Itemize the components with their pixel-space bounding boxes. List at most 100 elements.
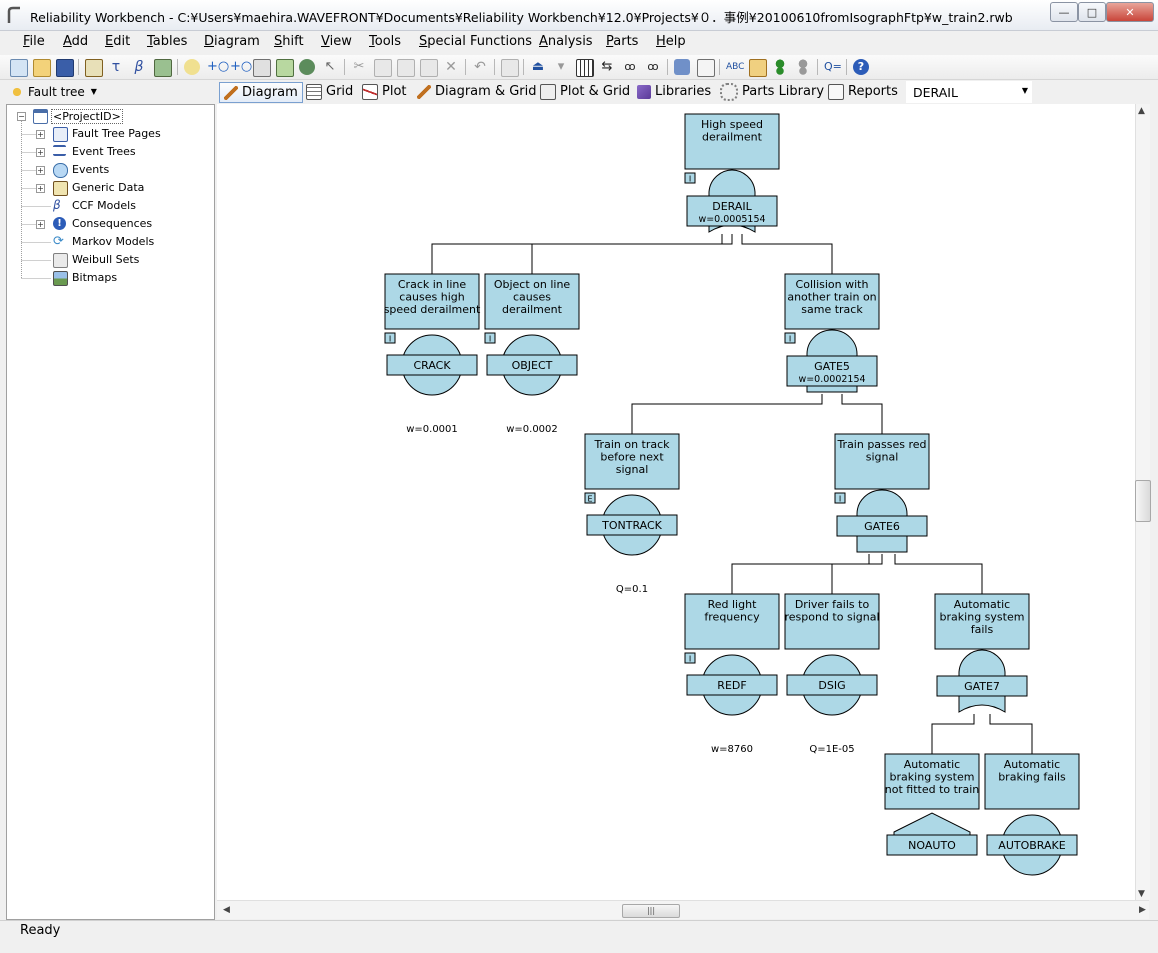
menu-tools[interactable]: Tools bbox=[369, 34, 402, 49]
traffic-light-icon[interactable] bbox=[772, 59, 788, 75]
find-icon[interactable] bbox=[501, 59, 519, 77]
spell-check-icon[interactable]: ABC bbox=[726, 62, 745, 72]
view-grid-button[interactable]: Grid bbox=[302, 82, 357, 101]
libraries-button[interactable]: Libraries bbox=[633, 82, 715, 101]
collapse-icon[interactable]: − bbox=[17, 112, 26, 121]
quantify-icon[interactable]: Q= bbox=[824, 60, 842, 73]
scroll-left-icon[interactable]: ◀ bbox=[223, 905, 230, 915]
expand-icon[interactable]: + bbox=[36, 130, 45, 139]
scroll-up-icon[interactable]: ▲ bbox=[1138, 106, 1145, 116]
checklist-icon[interactable] bbox=[749, 59, 767, 77]
menu-tables[interactable]: Tables bbox=[147, 34, 188, 49]
new-project-icon[interactable] bbox=[10, 59, 28, 77]
binoculars-icon[interactable]: ꝏ bbox=[624, 60, 636, 73]
menu-special-functions[interactable]: Special Functions bbox=[419, 34, 533, 49]
view-plot-button[interactable]: Plot bbox=[358, 82, 411, 101]
scroll-right-icon[interactable]: ▶ bbox=[1139, 905, 1146, 915]
find-next-icon[interactable]: ꝏ bbox=[647, 60, 659, 73]
view-diagram-button[interactable]: Diagram bbox=[219, 82, 303, 103]
node-description-text: same track bbox=[801, 303, 863, 316]
menu-parts[interactable]: Parts bbox=[606, 34, 639, 49]
delete-icon[interactable]: ✕ bbox=[445, 59, 457, 75]
undo-icon[interactable]: ↶ bbox=[474, 59, 486, 75]
expand-icon[interactable]: + bbox=[36, 220, 45, 229]
paste-special-icon[interactable] bbox=[420, 59, 438, 77]
expand-icon[interactable]: + bbox=[36, 184, 45, 193]
minimize-button[interactable]: — bbox=[1050, 2, 1078, 22]
vertical-scroll-thumb[interactable] bbox=[1135, 480, 1151, 522]
open-folder-icon[interactable] bbox=[33, 59, 51, 77]
beta-icon[interactable]: β bbox=[134, 59, 144, 75]
page-select[interactable]: DERAIL ▼ bbox=[906, 81, 1032, 103]
tree-item-fault-tree-pages[interactable]: + Fault Tree Pages bbox=[7, 125, 212, 143]
help-icon[interactable]: ? bbox=[853, 59, 869, 75]
fault-tree-mode-dropdown[interactable]: Fault tree ▼ bbox=[6, 82, 101, 101]
report-icon[interactable] bbox=[697, 59, 715, 77]
globe-icon[interactable] bbox=[299, 59, 315, 75]
scroll-down-icon[interactable]: ▼ bbox=[1138, 889, 1145, 899]
close-button[interactable]: ✕ bbox=[1106, 2, 1154, 22]
pointer-icon[interactable]: ↖ bbox=[324, 59, 336, 74]
menu-help[interactable]: Help bbox=[656, 34, 686, 49]
node-value-text: w=0.0002 bbox=[506, 424, 558, 435]
tree-root[interactable]: − <ProjectID> bbox=[7, 107, 212, 125]
move-up-icon[interactable]: ⏏ bbox=[531, 59, 545, 74]
menu-edit[interactable]: Edit bbox=[105, 34, 131, 49]
grid-icon[interactable] bbox=[576, 59, 594, 77]
menu-diagram[interactable]: Diagram bbox=[204, 34, 260, 49]
cut-icon[interactable]: ✂ bbox=[353, 59, 365, 74]
menu-file[interactable]: File bbox=[23, 34, 45, 49]
tree-item-weibull-sets[interactable]: Weibull Sets bbox=[7, 251, 212, 269]
menu-shift[interactable]: Shift bbox=[274, 34, 304, 49]
traffic-light-disabled-icon[interactable] bbox=[795, 59, 811, 75]
node-description-box bbox=[484, 273, 580, 330]
move-down-icon[interactable]: ▾ bbox=[557, 59, 565, 74]
menu-analysis[interactable]: Analysis bbox=[539, 34, 593, 49]
node-id-box bbox=[786, 674, 878, 696]
copy-icon[interactable] bbox=[374, 59, 392, 77]
add-transfer-icon[interactable]: +○ bbox=[230, 59, 253, 74]
tree-item-generic-data[interactable]: + Generic Data bbox=[7, 179, 212, 197]
shield-icon[interactable] bbox=[674, 59, 690, 75]
maximize-button[interactable]: □ bbox=[1078, 2, 1106, 22]
reports-button[interactable]: Reports bbox=[824, 82, 902, 101]
add-picture-icon[interactable] bbox=[276, 59, 294, 77]
swap-icon[interactable]: ⇆ bbox=[601, 59, 613, 74]
menu-view[interactable]: View bbox=[321, 34, 352, 49]
add-gate-icon[interactable] bbox=[184, 59, 200, 75]
tree-item-consequences[interactable]: + ! Consequences bbox=[7, 215, 212, 233]
view-plot-grid-button[interactable]: Plot & Grid bbox=[536, 82, 634, 101]
edit-data-icon[interactable] bbox=[85, 59, 103, 77]
add-text-icon[interactable] bbox=[253, 59, 271, 77]
tree-item-event-trees[interactable]: + Event Trees bbox=[7, 143, 212, 161]
tree-item-markov-models[interactable]: ⟳ Markov Models bbox=[7, 233, 212, 251]
tree-item-events[interactable]: + Events bbox=[7, 161, 212, 179]
view-diagram-grid-button[interactable]: Diagram & Grid bbox=[413, 82, 541, 101]
parts-library-button[interactable]: Parts Library bbox=[716, 82, 828, 101]
paste-icon[interactable] bbox=[397, 59, 415, 77]
fault-tree-node[interactable]: Object on linecausesderailmentIOBJECTw=0… bbox=[484, 273, 580, 435]
save-icon[interactable] bbox=[56, 59, 74, 77]
horizontal-scrollbar[interactable] bbox=[217, 900, 1149, 919]
menu-add[interactable]: Add bbox=[63, 34, 89, 49]
bitmap-icon[interactable] bbox=[154, 59, 172, 77]
expand-icon[interactable]: + bbox=[36, 166, 45, 175]
tree-item-ccf-models[interactable]: β CCF Models bbox=[7, 197, 212, 215]
tau-icon[interactable]: τ bbox=[111, 59, 121, 75]
connector-line bbox=[931, 714, 975, 754]
horizontal-scroll-thumb[interactable]: ||| bbox=[622, 904, 680, 918]
expand-icon[interactable]: + bbox=[36, 148, 45, 157]
add-event-icon[interactable]: +○ bbox=[207, 59, 230, 74]
tree-item-bitmaps[interactable]: Bitmaps bbox=[7, 269, 212, 287]
